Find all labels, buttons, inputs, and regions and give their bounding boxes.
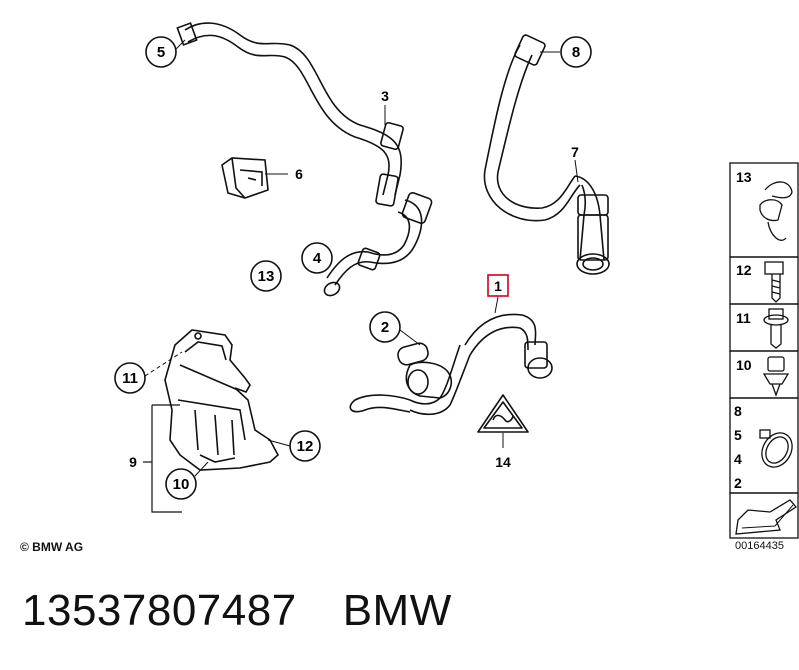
svg-text:3: 3	[381, 88, 389, 104]
parts-legend	[729, 162, 799, 539]
clip-6-drawing	[221, 157, 269, 199]
svg-text:2: 2	[381, 319, 389, 336]
hose-4-drawing	[323, 192, 433, 297]
callout-14: 14	[495, 454, 511, 470]
warning-triangle-icon	[477, 394, 529, 433]
callout-4: 4	[301, 242, 333, 274]
svg-text:5: 5	[734, 427, 742, 443]
callout-9: 9	[129, 454, 137, 470]
part-caption: 13537807487 BMW	[22, 586, 498, 636]
svg-text:4: 4	[734, 451, 742, 467]
hose-7-drawing	[483, 34, 610, 275]
svg-text:8: 8	[734, 403, 742, 419]
parts-diagram: 5 3 6 4 13 8 7 1 2 11 9 12 10	[114, 22, 799, 539]
callout-6: 6	[295, 166, 303, 182]
callout-12: 12	[289, 430, 321, 462]
svg-text:4: 4	[313, 250, 322, 267]
legend-13: 13	[736, 169, 793, 241]
callout-7: 7	[571, 144, 579, 160]
legend-12: 12	[736, 261, 784, 303]
legend-11: 11	[736, 308, 789, 349]
svg-text:13: 13	[736, 169, 752, 185]
svg-text:7: 7	[571, 144, 579, 160]
callout-3: 3	[381, 88, 389, 104]
svg-text:12: 12	[736, 262, 752, 278]
svg-text:12: 12	[297, 438, 314, 455]
callout-13: 13	[250, 260, 282, 292]
svg-text:13: 13	[258, 268, 275, 285]
svg-text:10: 10	[736, 357, 752, 373]
svg-text:10: 10	[173, 476, 190, 493]
group-bracket-9	[143, 404, 182, 513]
svg-text:14: 14	[495, 454, 511, 470]
hose-3-drawing	[176, 22, 404, 207]
svg-text:6: 6	[295, 166, 303, 182]
callout-8: 8	[560, 36, 592, 68]
svg-text:11: 11	[736, 310, 751, 326]
hose-1-drawing	[349, 313, 553, 416]
callout-10: 10	[165, 468, 197, 500]
diagram-reference-code: 00164435	[735, 540, 784, 552]
callout-11: 11	[114, 362, 146, 394]
legend-10: 10	[736, 356, 790, 397]
svg-text:2: 2	[734, 475, 742, 491]
svg-text:5: 5	[157, 44, 165, 61]
brand-name: BMW	[342, 586, 452, 635]
copyright-text: © BMW AG	[20, 540, 84, 554]
bracket-9-drawing	[164, 329, 280, 471]
callout-1: 1	[487, 274, 509, 297]
leader-lines	[144, 39, 579, 477]
svg-text:11: 11	[122, 370, 138, 387]
legend-8-5-4-2: 8 5 4 2	[734, 403, 793, 491]
part-number: 13537807487	[22, 586, 297, 635]
legend-arrow-icon	[735, 499, 797, 535]
callout-2: 2	[369, 311, 401, 343]
svg-text:8: 8	[572, 44, 580, 61]
svg-text:9: 9	[129, 454, 137, 470]
svg-text:1: 1	[494, 278, 502, 294]
callout-5: 5	[145, 36, 177, 68]
